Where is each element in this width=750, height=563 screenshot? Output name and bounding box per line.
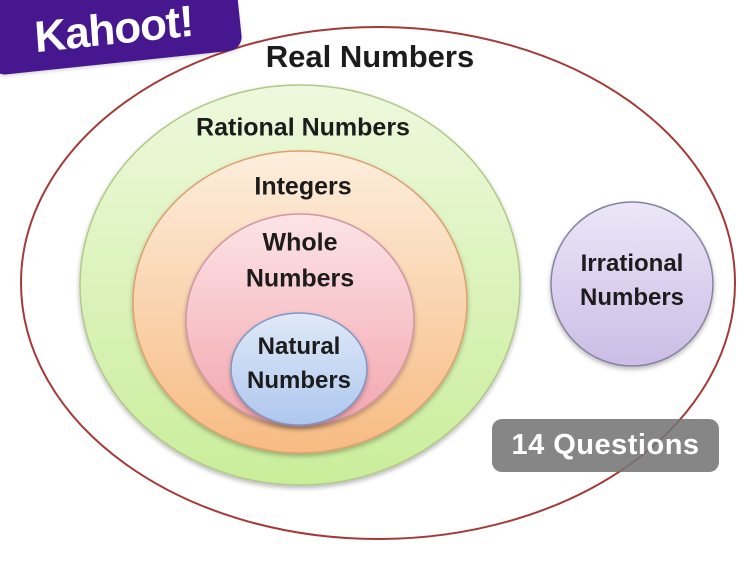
kahoot-logo-text: Kahoot! [33,0,196,63]
set-label-real: Real Numbers [265,38,475,74]
set-label-whole: Whole Numbers [245,228,355,293]
question-count-badge: 14 Questions [492,419,719,472]
set-natural-ellipse [230,312,368,426]
set-irrational-circle [550,201,714,367]
set-label-irrational: Irrational Numbers [579,249,685,311]
set-label-natural: Natural Numbers [246,332,352,394]
set-label-rational: Rational Numbers [196,113,410,142]
set-real-outline [20,26,736,540]
set-label-integers: Integers [254,172,352,201]
question-count-label: 14 Questions [511,429,700,461]
